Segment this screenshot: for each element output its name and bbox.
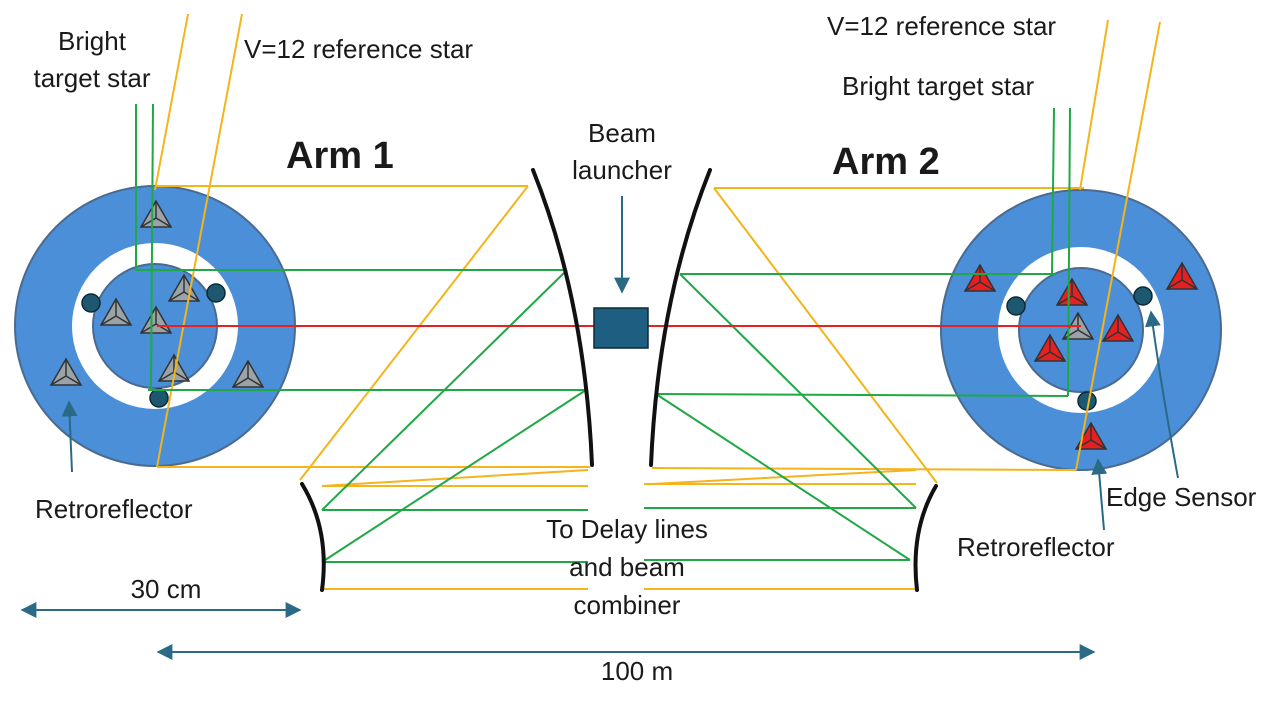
edge-sensor-arrow <box>1144 310 1179 479</box>
retroreflector-left-arrow <box>61 400 78 473</box>
beam-launcher-label: launcher <box>572 155 672 185</box>
bright-target-label-right: Bright target star <box>842 71 1035 101</box>
scale-30cm-label: 30 cm <box>131 574 202 604</box>
edge-sensor-label: Edge Sensor <box>1106 482 1257 512</box>
right-telescope <box>940 189 1222 471</box>
retroreflector-label-left: Retroreflector <box>35 494 193 524</box>
right-secondary-mirror <box>913 484 938 592</box>
bright-target-label-left: Bright <box>58 26 127 56</box>
edge-sensor-dot-icon <box>1006 296 1026 316</box>
reference-star-label-right: V=12 reference star <box>827 11 1056 41</box>
left-secondary-mirror <box>300 482 326 592</box>
retroreflector-right-arrow <box>1091 458 1108 531</box>
edge-sensor-dot-icon <box>149 388 169 408</box>
arm2-label: Arm 2 <box>832 141 940 183</box>
right-primary-mirror <box>649 168 712 467</box>
edge-sensor-dot-icon <box>1133 286 1153 306</box>
edge-sensor-dot-icon <box>206 283 226 303</box>
green-rays <box>135 103 1071 563</box>
beam-launcher-box-icon <box>593 307 649 349</box>
annotation-arrows <box>20 196 1179 660</box>
beam-launcher-label: Beam <box>588 118 656 148</box>
mirrors <box>300 168 938 592</box>
retroreflector-label-right: Retroreflector <box>957 532 1115 562</box>
left-primary-mirror <box>531 168 594 467</box>
bright-target-label-left: target star <box>33 63 150 93</box>
left-telescope <box>14 185 296 467</box>
delay-lines-label: combiner <box>574 590 681 620</box>
delay-lines-label: and beam <box>569 552 685 582</box>
text-labels: Bright target star V=12 reference star A… <box>33 11 1256 686</box>
reference-star-label-left: V=12 reference star <box>244 34 473 64</box>
edge-sensor-dot-icon <box>81 293 101 313</box>
delay-lines-label: To Delay lines <box>546 514 708 544</box>
arm1-label: Arm 1 <box>286 135 394 177</box>
scale-100m-label: 100 m <box>601 656 673 686</box>
